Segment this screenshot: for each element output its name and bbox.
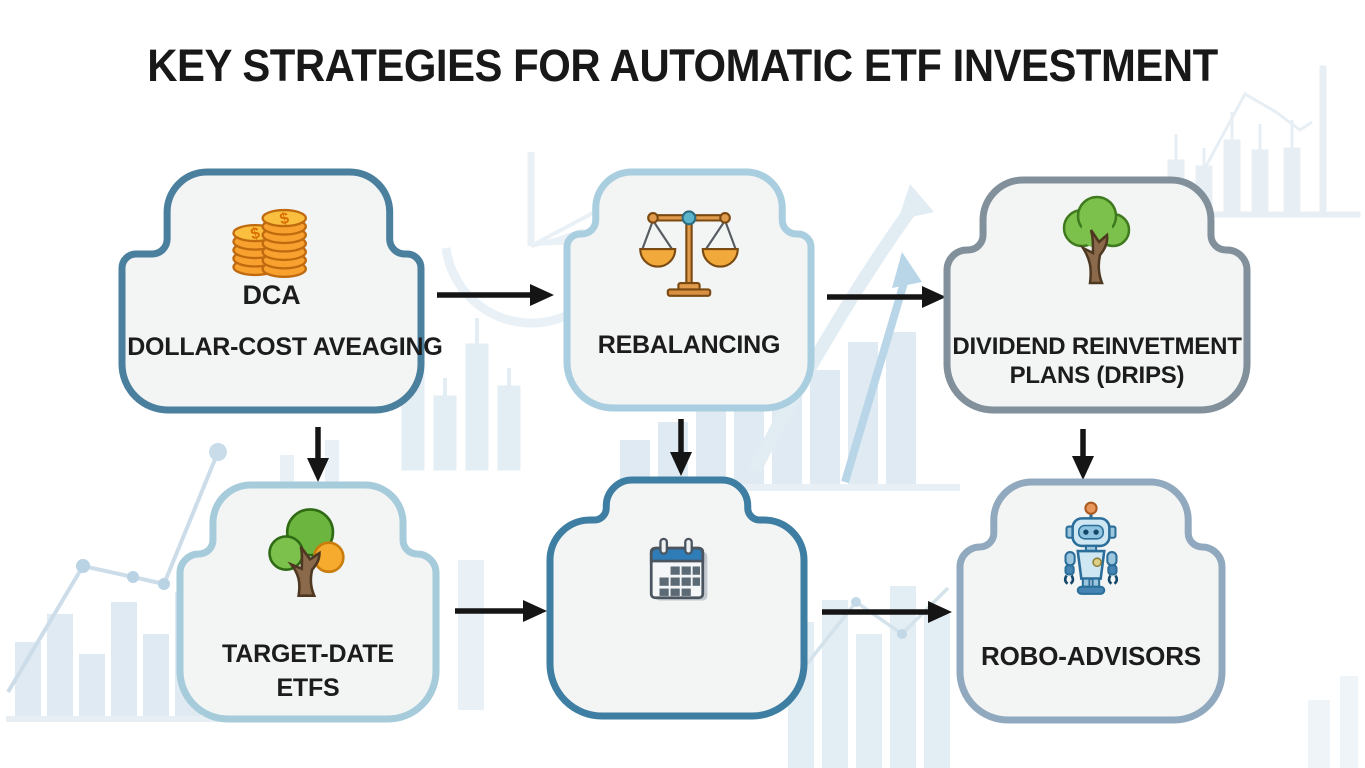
node-target-date-etfs: TARGET-DATE ETFS — [176, 481, 440, 723]
node-robo-advisors: ROBO-ADVISORS — [956, 478, 1226, 724]
node-schedule — [546, 476, 808, 720]
node-label: DCA — [242, 280, 301, 310]
node-rebalancing: REBALANCING — [563, 168, 815, 412]
arrow-drips-to-robo — [1072, 429, 1094, 480]
node-label: DIVIDEND REINVETMENT — [952, 333, 1242, 360]
calendar-icon — [631, 526, 723, 618]
dividend-tree-icon — [1047, 190, 1147, 290]
balance-scale-icon — [636, 194, 742, 300]
node-dca: $ $ DCA DOLLAR-COST AVEAGING — [118, 168, 443, 414]
misc-pale-bars — [280, 440, 1358, 768]
growth-arrow-pale — [749, 184, 934, 473]
arrow-rebalancing-to-schedule — [670, 419, 692, 476]
bubble-shape — [176, 481, 440, 723]
arrow-rebalancing-to-drips — [827, 286, 946, 308]
node-sublabel: ETFS — [276, 674, 340, 702]
coin-stack-icon: $ $ — [220, 188, 324, 282]
node-drips: DIVIDEND REINVETMENT PLANS (DRIPS) — [943, 176, 1251, 414]
node-label: ROBO-ADVISORS — [981, 641, 1201, 671]
node-sublabel: PLANS (DRIPS) — [1009, 362, 1185, 389]
center-lower-bars — [788, 586, 950, 768]
svg-text:$: $ — [248, 225, 261, 244]
node-sublabel: DOLLAR-COST AVEAGING — [127, 333, 443, 361]
arrow-target-date-to-schedule — [455, 600, 547, 622]
bottom-left-line-chart — [6, 443, 227, 694]
node-label: REBALANCING — [597, 331, 781, 359]
svg-text:$: $ — [278, 210, 291, 229]
arrow-dca-to-rebalancing — [437, 284, 554, 306]
bubble-shape — [956, 478, 1226, 724]
bubble-shape — [943, 176, 1251, 414]
robot-icon — [1040, 498, 1142, 600]
node-label: TARGET-DATE — [222, 640, 394, 668]
page-title: KEY STRATEGIES FOR AUTOMATIC ETF INVESTM… — [147, 40, 1218, 91]
bubble-shape — [118, 168, 425, 414]
arrow-schedule-to-robo — [822, 601, 952, 623]
arrow-dca-to-target-date — [307, 427, 329, 482]
tree-with-coin-icon — [254, 499, 362, 603]
